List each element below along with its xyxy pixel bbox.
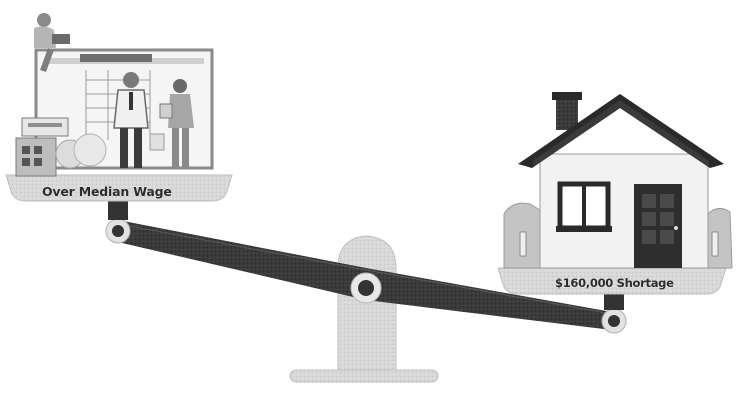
stand-base bbox=[289, 369, 439, 383]
chimney bbox=[556, 96, 578, 130]
right-pan-label: $160,000 Shortage bbox=[555, 276, 674, 290]
man-figure-head bbox=[123, 72, 139, 88]
right-pan bbox=[497, 267, 727, 295]
left-pan-connector bbox=[108, 200, 128, 220]
left-pan-label: Over Median Wage bbox=[42, 184, 172, 199]
woman-figure-head bbox=[173, 79, 187, 93]
right-pan-connector bbox=[604, 292, 624, 310]
house-door bbox=[634, 184, 682, 268]
left-pan bbox=[5, 174, 233, 202]
office-illustration bbox=[15, 13, 214, 177]
house-illustration bbox=[503, 92, 733, 269]
